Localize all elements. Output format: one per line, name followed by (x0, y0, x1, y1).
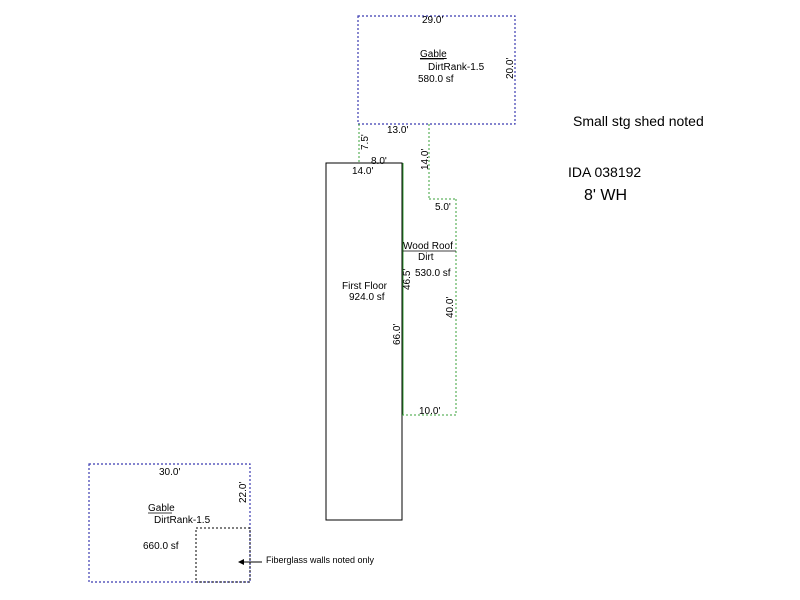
wood-roof-sub-label: Dirt (418, 252, 434, 263)
bottom-gable-width-dim: 30.0' (159, 467, 180, 478)
connector-section: 7.5' 13.0' 8.0' 14.0' (358, 124, 431, 199)
first-floor-name: First Floor (342, 281, 388, 292)
wood-roof-dim-46-5: 46.5' (402, 269, 413, 290)
top-gable-area: 580.0 sf (418, 74, 454, 85)
connector-dim-14-vertical: 14.0' (420, 149, 431, 170)
bottom-gable-area: 660.0 sf (143, 541, 179, 552)
shed-note: Small stg shed noted (573, 113, 704, 129)
first-floor-area: 924.0 sf (349, 292, 385, 303)
wall-height-note: 8' WH (584, 187, 627, 204)
fiberglass-note: Fiberglass walls noted only (266, 555, 375, 565)
top-gable-rank-label: DirtRank-1.5 (428, 62, 485, 73)
first-floor-building: 14.0' First Floor 924.0 sf 66.0' (325, 162, 403, 521)
wood-roof-dim-40: 40.0' (445, 297, 456, 318)
connector-dim-7-5: 7.5' (360, 134, 371, 150)
fiberglass-arrow-head (238, 559, 244, 565)
wood-roof-area: 530.0 sf (415, 268, 451, 279)
wood-roof-type-label: Wood Roof (403, 241, 453, 252)
bottom-gable-building: 30.0' 22.0' Gable DirtRank-1.5 660.0 sf (88, 463, 251, 583)
first-floor-height-dim: 66.0' (392, 324, 403, 345)
wood-roof-dim-10: 10.0' (419, 406, 440, 417)
bottom-gable-inner-box (195, 527, 251, 583)
top-gable-building: 29.0' 20.0' Gable DirtRank-1.5 580.0 sf (357, 15, 516, 125)
bottom-gable-outline (88, 463, 251, 583)
connector-dim-13: 13.0' (387, 125, 408, 136)
top-gable-type-label: Gable (420, 49, 447, 60)
ida-number: IDA 038192 (568, 164, 641, 180)
top-gable-outline (357, 15, 516, 125)
wood-roof-dim-5: 5.0' (435, 202, 451, 213)
bottom-gable-type-label: Gable (148, 503, 175, 514)
top-gable-depth-dim: 20.0' (505, 58, 516, 79)
top-gable-width-dim: 29.0' (422, 15, 443, 26)
bottom-gable-rank-label: DirtRank-1.5 (154, 515, 211, 526)
bottom-gable-depth-dim: 22.0' (238, 482, 249, 503)
first-floor-width-dim: 14.0' (352, 166, 373, 177)
fiberglass-callout: Fiberglass walls noted only (238, 555, 375, 565)
wood-roof-section: 5.0' Wood Roof Dirt 530.0 sf 46.5' 40.0'… (402, 163, 457, 417)
connector-dim-8: 8.0' (371, 156, 387, 167)
first-floor-outline (325, 162, 403, 521)
